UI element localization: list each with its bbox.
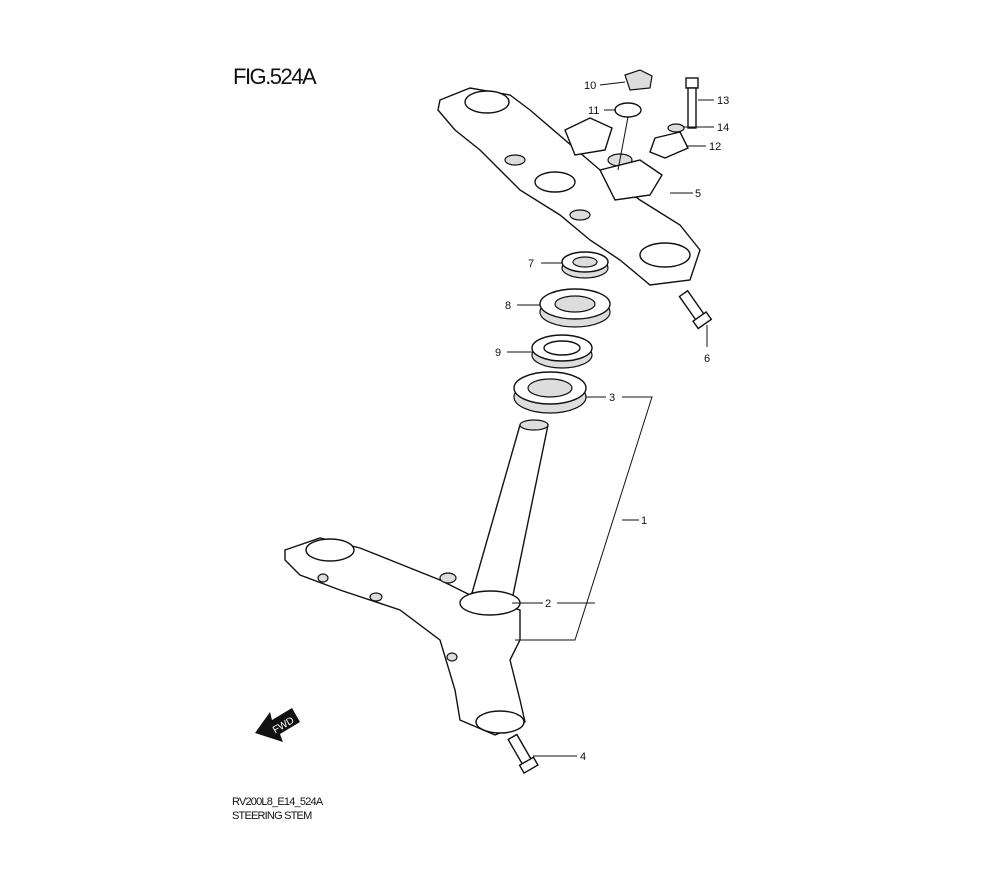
callout-13: 13 xyxy=(717,95,729,107)
bolt-13 xyxy=(685,77,699,129)
callout-5: 5 xyxy=(695,188,701,200)
bearing-race xyxy=(513,371,587,414)
figure-code: RV200L8_E14_524A xyxy=(232,796,323,808)
washer-14 xyxy=(667,123,685,133)
bearing xyxy=(531,334,593,369)
figure-name: STEERING STEM xyxy=(232,810,312,822)
callout-3: 3 xyxy=(609,392,615,404)
figure-title: FIG.524A xyxy=(233,64,317,89)
callout-6: 6 xyxy=(704,353,710,365)
callout-7: 7 xyxy=(528,258,534,270)
cap xyxy=(624,69,653,91)
callout-14: 14 xyxy=(717,122,729,134)
fwd-arrow-icon: FWD xyxy=(255,708,300,742)
bolt-6 xyxy=(678,289,713,330)
steering-stem xyxy=(284,419,549,736)
callout-12: 12 xyxy=(709,141,721,153)
callout-11: 11 xyxy=(588,105,599,117)
dust-seal xyxy=(539,288,611,328)
upper-bracket xyxy=(437,87,701,286)
callout-2: 2 xyxy=(545,598,551,610)
washer xyxy=(614,102,642,118)
bolt-4 xyxy=(507,733,539,775)
callout-10: 10 xyxy=(584,80,596,92)
fwd-label: FWD xyxy=(271,715,296,736)
nut xyxy=(561,251,609,279)
callout-4: 4 xyxy=(580,751,586,763)
leader-lines xyxy=(507,81,714,757)
callout-8: 8 xyxy=(505,300,511,312)
callout-9: 9 xyxy=(495,347,501,359)
clamp-12 xyxy=(649,131,689,159)
callout-1: 1 xyxy=(641,515,647,527)
